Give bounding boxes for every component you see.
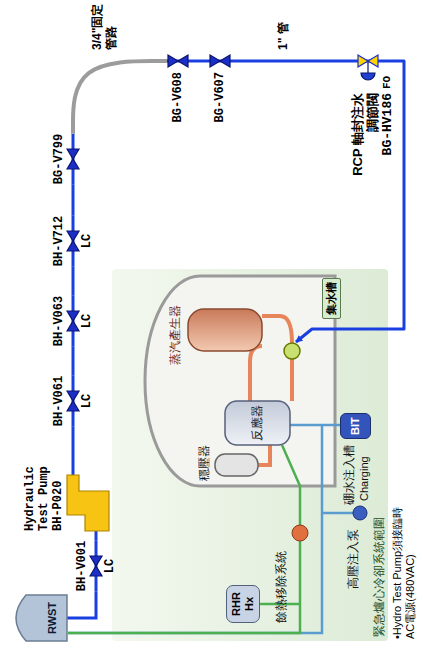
control-valve-symbol-part — [358, 55, 378, 67]
tank-outline — [10, 593, 68, 643]
control-valve: RCP 軸封注水調節閥BG-HV186 FO — [350, 49, 395, 187]
equipment-box: BIT — [340, 413, 371, 439]
tank-label: RWST — [46, 602, 58, 634]
lock-closed-tag: LC — [80, 394, 94, 408]
pipe-line — [189, 60, 209, 63]
manual-valve: BH-V061 LC — [52, 376, 94, 426]
valve-symbol — [66, 148, 80, 170]
lock-closed-tag: LC — [80, 314, 94, 328]
pipe-line — [72, 184, 75, 216]
valve-symbol-part — [168, 55, 188, 67]
valve-symbol — [66, 230, 80, 252]
pipe-line — [72, 346, 75, 376]
pipe-line — [68, 591, 96, 618]
manual-valve: BG-V608 — [167, 54, 189, 122]
pipe-line — [72, 426, 75, 461]
valve-tag: BH-V063 — [52, 296, 66, 346]
rcp — [284, 343, 300, 359]
note: •Hydro Test Pump須接臨時 AC電源(480VAC) — [391, 489, 417, 639]
manual-valve: BH-V001 LC — [75, 541, 117, 591]
charging-pump — [353, 506, 367, 520]
pressurizer — [215, 454, 258, 476]
valve-symbol-part — [67, 231, 79, 251]
equipment-label: BIT — [349, 417, 362, 435]
valve-tag: BG-HV186 — [380, 93, 395, 155]
valve-symbol — [167, 54, 189, 68]
valve-symbol — [209, 54, 231, 68]
rhr-pump — [292, 525, 308, 541]
test-pump: Hydraulic Test PumpBH-P020 — [23, 461, 109, 531]
pipe-line — [95, 531, 98, 541]
valve-description: RCP 軸封注水調節閥 — [350, 93, 380, 187]
boundary-label: 緊急爐心冷卻系統範圍 — [372, 517, 386, 637]
manual-valve: BH-V712 LC — [52, 216, 94, 266]
pipe-stub — [72, 461, 75, 475]
tank-shell — [16, 595, 67, 641]
pump-symbol — [65, 475, 109, 531]
valve-tag: BH-V001 — [75, 541, 89, 591]
valve-tag: BH-V712 — [52, 216, 66, 266]
pump-symbol-part — [67, 475, 109, 531]
steam-generator — [188, 309, 262, 351]
valve-symbol-part — [90, 556, 102, 576]
valve-symbol-part — [67, 149, 79, 169]
lock-closed-tag: LC — [103, 559, 117, 573]
equipment-label: 高壓注入泵 — [346, 529, 360, 589]
valve-text-column: RCP 軸封注水調節閥BG-HV186 — [350, 93, 395, 187]
valve-symbol — [66, 390, 80, 412]
injection-piping — [68, 425, 353, 633]
pump-tag: BH-P020 — [51, 481, 65, 531]
equipment-label: 反應器 — [250, 405, 264, 441]
manual-valve: BG-V607 — [209, 54, 231, 122]
control-valve-symbol-part — [367, 61, 368, 73]
equipment-box: 集水槽 — [322, 278, 341, 319]
equipment-box: RHR Hx — [226, 585, 260, 623]
equipment-label: 蒸汽產生器 — [168, 305, 182, 365]
system-label: 餘熱移除系統 — [274, 551, 288, 623]
valve-symbol-part — [67, 391, 79, 411]
illustration-panel — [112, 269, 388, 641]
pipe-line — [72, 266, 75, 296]
storage-tank: RWST — [10, 593, 68, 643]
containment — [145, 276, 335, 486]
control-valve-symbol — [350, 49, 380, 89]
valve-tag: BG-V799 — [52, 134, 66, 184]
reactor-vessel — [225, 401, 290, 445]
seal-injection-line — [296, 61, 404, 342]
valve-tag: BH-V061 — [52, 376, 66, 426]
equipment-label: Charging — [358, 456, 371, 501]
equipment-label: 硼水注入槽 — [342, 445, 356, 505]
lock-closed-tag: LC — [80, 234, 94, 248]
equipment-label: 穩壓器 — [197, 445, 211, 481]
pipe-size-label: 1" 管 — [276, 21, 290, 51]
equipment-label: RHR Hx — [230, 589, 256, 619]
valve-symbol-column: FO — [350, 49, 394, 89]
control-valve-symbol-part — [361, 73, 375, 80]
valve-symbol-part — [210, 55, 230, 67]
rhr-piping — [68, 445, 300, 633]
pump-name: Hydraulic Test Pump — [23, 461, 51, 531]
pipe-line — [73, 61, 167, 134]
valve-symbol-part — [67, 311, 79, 331]
valve-tag: BG-V607 — [213, 72, 227, 122]
pipe-line — [231, 60, 350, 63]
equipment-label: 集水槽 — [325, 282, 338, 315]
valve-symbol — [89, 555, 103, 577]
valve-tag: BG-V608 — [171, 72, 185, 122]
valve-symbol — [66, 310, 80, 332]
pipe-size-label: 3/4"固定管路 — [90, 1, 118, 51]
manual-valve: BG-V799 — [52, 134, 80, 184]
fail-position-tag: FO — [380, 76, 394, 89]
manual-valve: BH-V063 LC — [52, 296, 94, 346]
